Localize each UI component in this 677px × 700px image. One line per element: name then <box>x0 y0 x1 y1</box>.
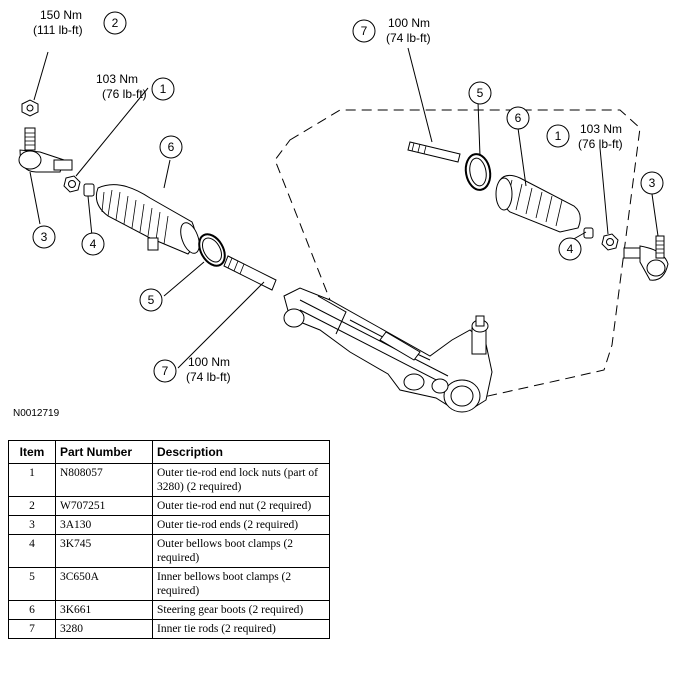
cell-description: Outer tie-rod ends (2 required) <box>152 515 330 535</box>
outer-tie-rod-end-left <box>18 127 73 173</box>
cell-item: 4 <box>8 534 56 568</box>
cell-description: Outer tie-rod end nut (2 required) <box>152 496 330 516</box>
cell-item: 7 <box>8 619 56 639</box>
callout-circles <box>32 11 664 383</box>
inner-tie-rod-left <box>223 255 277 291</box>
outer-tie-rod-end-nut-left <box>21 99 39 117</box>
steering-gear-exploded-diagram: 2 1 6 3 4 5 7 7 5 6 1 3 4 150 Nm (111 lb… <box>18 8 669 413</box>
torque-label: 103 Nm <box>580 122 622 136</box>
torque-label: (74 lb-ft) <box>186 370 231 384</box>
torque-label: (74 lb-ft) <box>386 31 431 45</box>
callout-number: 3 <box>649 176 656 190</box>
table-row: 5 3C650A Inner bellows boot clamps (2 re… <box>8 567 330 601</box>
figure-id: N0012719 <box>13 408 60 419</box>
cell-description: Outer bellows boot clamps (2 required) <box>152 534 330 568</box>
cell-item: 6 <box>8 600 56 620</box>
callout-number: 5 <box>477 86 484 100</box>
torque-label: 100 Nm <box>388 16 430 30</box>
cell-part-number: N808057 <box>55 463 153 497</box>
cell-item: 1 <box>8 463 56 497</box>
header-description: Description <box>152 440 330 464</box>
callout-number: 7 <box>361 24 368 38</box>
cell-item: 2 <box>8 496 56 516</box>
steering-gear-housing <box>283 287 493 413</box>
cell-part-number: 3K745 <box>55 534 153 568</box>
inner-bellows-boot-clamp-right <box>464 153 492 191</box>
table-row: 6 3K661 Steering gear boots (2 required) <box>8 600 330 620</box>
callout-number: 2 <box>112 16 119 30</box>
torque-label: 100 Nm <box>188 355 230 369</box>
table-row: 4 3K745 Outer bellows boot clamps (2 req… <box>8 534 330 568</box>
header-item: Item <box>8 440 56 464</box>
table-header-row: Item Part Number Description <box>8 440 330 464</box>
torque-label: (76 lb-ft) <box>578 137 623 151</box>
cell-description: Inner tie rods (2 required) <box>152 619 330 639</box>
cell-item: 3 <box>8 515 56 535</box>
outer-bellows-boot-clamp-left <box>83 183 95 197</box>
cell-item: 5 <box>8 567 56 601</box>
callout-number: 5 <box>148 293 155 307</box>
table-row: 1 N808057 Outer tie-rod end lock nuts (p… <box>8 463 330 497</box>
assembly-dashed-outline <box>274 109 641 401</box>
tie-rod-end-lock-nut-right <box>601 233 619 251</box>
leader-lines <box>29 47 659 369</box>
inner-tie-rod-right <box>407 141 461 163</box>
steering-gear-boot-left <box>95 184 200 255</box>
torque-label: 103 Nm <box>96 72 138 86</box>
callout-number: 1 <box>555 129 562 143</box>
cell-description: Steering gear boots (2 required) <box>152 600 330 620</box>
table-row: 2 W707251 Outer tie-rod end nut (2 requi… <box>8 496 330 516</box>
callout-number: 7 <box>162 364 169 378</box>
torque-label: (111 lb-ft) <box>33 23 83 37</box>
table-row: 3 3A130 Outer tie-rod ends (2 required) <box>8 515 330 535</box>
cell-part-number: 3A130 <box>55 515 153 535</box>
callout-number: 4 <box>567 242 574 256</box>
torque-label: 150 Nm <box>40 8 82 22</box>
parts-table: Item Part Number Description 1 N808057 O… <box>8 440 330 639</box>
cell-part-number: 3K661 <box>55 600 153 620</box>
torque-label: (76 lb-ft) <box>102 87 147 101</box>
callout-number: 1 <box>160 82 167 96</box>
callout-number: 3 <box>41 230 48 244</box>
cell-part-number: W707251 <box>55 496 153 516</box>
cell-description: Outer tie-rod end lock nuts (part of 328… <box>152 463 330 497</box>
outer-tie-rod-end-right <box>623 235 669 281</box>
inner-bellows-boot-clamp-left <box>198 233 226 267</box>
callout-number: 4 <box>90 237 97 251</box>
tie-rod-end-lock-nut-left <box>63 175 81 193</box>
outer-bellows-boot-clamp-right <box>583 227 594 239</box>
callout-number: 6 <box>515 111 522 125</box>
cell-part-number: 3C650A <box>55 567 153 601</box>
callout-number: 6 <box>168 140 175 154</box>
cell-description: Inner bellows boot clamps (2 required) <box>152 567 330 601</box>
steering-gear-boot-right <box>495 174 581 233</box>
header-part-number: Part Number <box>55 440 153 464</box>
table-row: 7 3280 Inner tie rods (2 required) <box>8 619 330 639</box>
cell-part-number: 3280 <box>55 619 153 639</box>
